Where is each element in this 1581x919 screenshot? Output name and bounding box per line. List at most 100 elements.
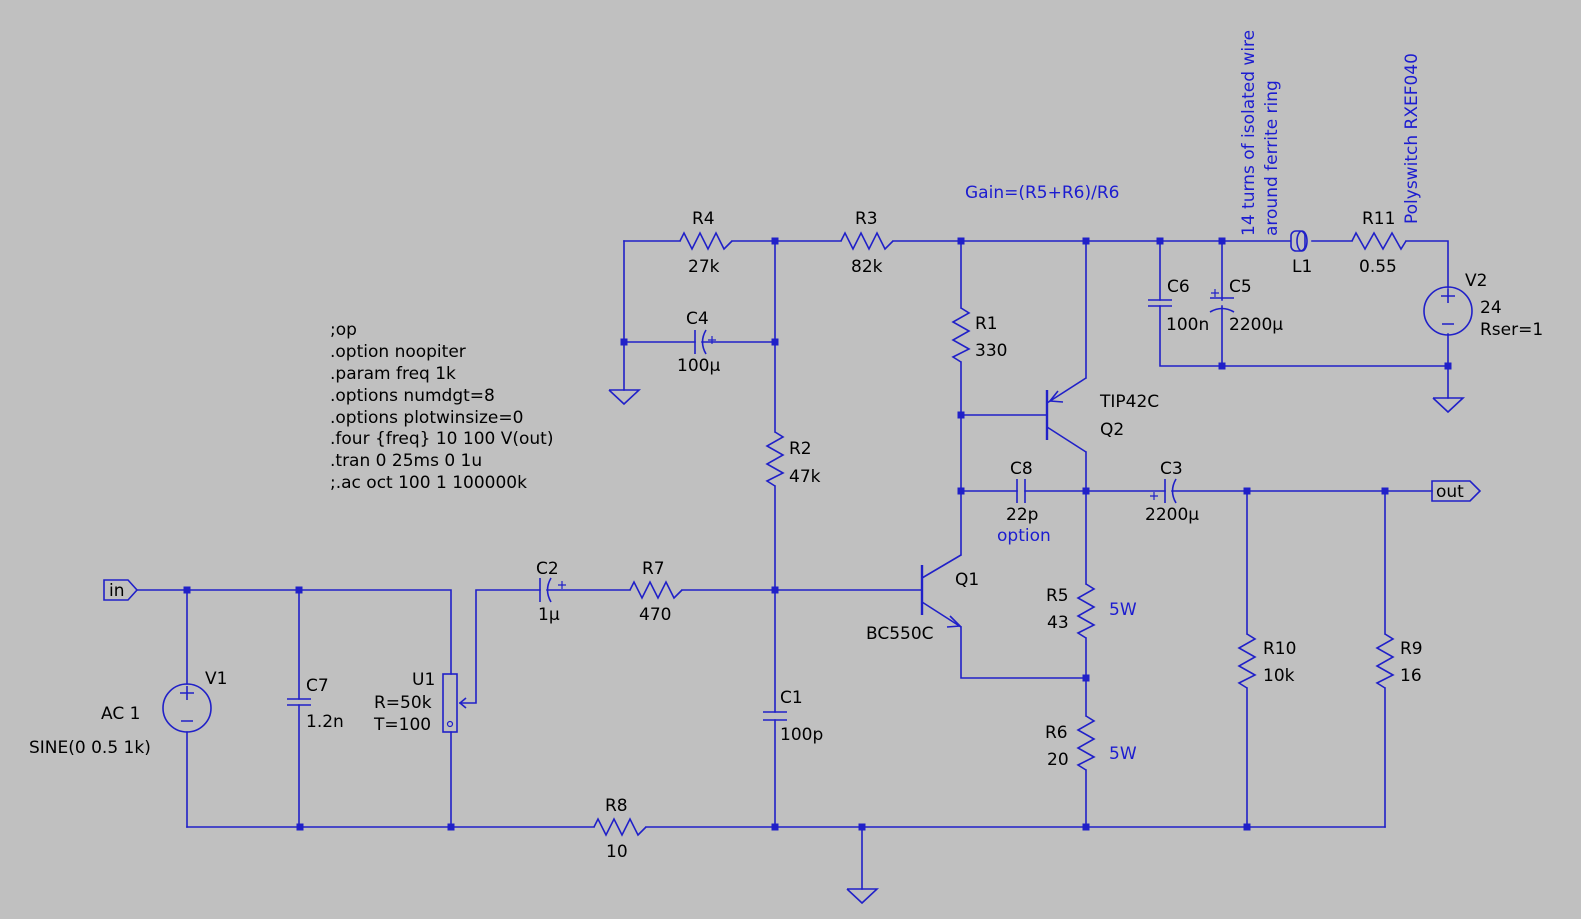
c5-name: C5 — [1229, 277, 1252, 297]
q2-model: TIP42C — [1099, 392, 1159, 412]
c1-value: 100p — [780, 725, 823, 745]
port-out-label: out — [1436, 482, 1464, 502]
wires — [136, 240, 1449, 890]
capacitor-c2 — [539, 577, 566, 603]
c7-name: C7 — [306, 676, 329, 696]
r11-name: R11 — [1362, 209, 1395, 229]
r9-name: R9 — [1400, 639, 1423, 659]
resistor-r7 — [629, 580, 683, 600]
r3-value: 82k — [851, 257, 883, 277]
r7-name: R7 — [642, 559, 665, 579]
resistor-r3 — [840, 231, 894, 251]
r6-power-note: 5W — [1109, 744, 1137, 764]
r7-value: 470 — [639, 605, 671, 625]
comment-annotations: Gain=(R5+R6)/R6 14 turns of isolated wir… — [965, 30, 1422, 764]
l1-name: L1 — [1292, 257, 1312, 277]
ground-symbol — [1432, 397, 1466, 414]
v2-value: 24 — [1480, 298, 1502, 318]
v2-rser: Rser=1 — [1480, 320, 1543, 340]
c5-value: 2200µ — [1229, 315, 1283, 335]
voltage-source-v1 — [162, 683, 212, 733]
u1-param1: R=50k — [374, 693, 432, 713]
l1-note-line2: around ferrite ring — [1262, 80, 1282, 236]
inductor-l1 — [1290, 230, 1308, 252]
r10-value: 10k — [1263, 666, 1295, 686]
resistor-r6 — [1076, 715, 1096, 771]
capacitor-c3 — [1150, 478, 1177, 504]
port-out[interactable]: out — [1431, 480, 1482, 502]
ground-symbol — [846, 888, 880, 905]
v1-ac: AC 1 — [101, 704, 140, 724]
c6-value: 100n — [1166, 315, 1209, 335]
capacitor-c6 — [1148, 299, 1172, 307]
c8-name: C8 — [1010, 459, 1033, 479]
directive-line: .options numdgt=8 — [330, 386, 495, 406]
r8-value: 10 — [606, 842, 628, 862]
capacitor-c1 — [763, 711, 787, 721]
capacitor-c5 — [1209, 289, 1235, 313]
directive-line: .options plotwinsize=0 — [330, 408, 523, 428]
c3-name: C3 — [1160, 459, 1183, 479]
c3-value: 2200µ — [1145, 505, 1199, 525]
junction-dots — [183, 237, 1452, 831]
directive-line: .tran 0 25ms 0 1u — [330, 451, 482, 471]
directive-line: ;op — [330, 320, 357, 340]
gain-comment: Gain=(R5+R6)/R6 — [965, 183, 1119, 203]
v2-name: V2 — [1465, 271, 1487, 291]
port-in-label: in — [109, 581, 125, 601]
v1-source: SINE(0 0.5 1k) — [29, 738, 151, 758]
c7-value: 1.2n — [306, 712, 344, 732]
r6-value: 20 — [1047, 750, 1069, 770]
c8-value: 22p — [1006, 505, 1038, 525]
directive-line: .four {freq} 10 100 V(out) — [330, 429, 553, 449]
r5-power-note: 5W — [1109, 600, 1137, 620]
capacitor-c8 — [1016, 479, 1026, 503]
r2-name: R2 — [789, 439, 812, 459]
c2-value: 1µ — [538, 605, 560, 625]
r6-name: R6 — [1045, 723, 1068, 743]
r11-value: 0.55 — [1359, 257, 1397, 277]
r4-name: R4 — [692, 209, 715, 229]
r3-name: R3 — [855, 209, 878, 229]
r9-value: 16 — [1400, 666, 1422, 686]
component-labels: R4 27k R3 82k R11 0.55 L1 C4 100µ R1 330… — [29, 209, 1543, 862]
r2-value: 47k — [789, 467, 821, 487]
resistor-r9 — [1375, 633, 1395, 689]
r5-name: R5 — [1046, 586, 1069, 606]
resistor-r2 — [765, 431, 785, 487]
q2-name: Q2 — [1100, 420, 1124, 440]
r10-name: R10 — [1263, 639, 1296, 659]
q1-name: Q1 — [955, 570, 979, 590]
c4-name: C4 — [686, 309, 709, 329]
resistor-r1 — [951, 307, 971, 363]
q1-model: BC550C — [866, 624, 934, 644]
port-in[interactable]: in — [103, 579, 139, 601]
transistor-q2 — [1045, 377, 1087, 453]
directive-line: .param freq 1k — [330, 364, 456, 384]
c4-value: 100µ — [677, 356, 720, 376]
r1-name: R1 — [975, 314, 998, 334]
directive-line: ;.ac oct 100 1 100000k — [330, 473, 527, 493]
directive-line: .option noopiter — [330, 342, 466, 362]
capacitor-c7 — [287, 698, 311, 706]
c1-name: C1 — [780, 688, 803, 708]
voltage-source-v2 — [1423, 286, 1473, 336]
v1-name: V1 — [205, 669, 227, 689]
r4-value: 27k — [688, 257, 720, 277]
resistor-r4 — [679, 231, 733, 251]
r5-value: 43 — [1047, 613, 1069, 633]
potentiometer-u1 — [442, 673, 467, 733]
transistor-q1 — [920, 554, 962, 628]
resistor-r11 — [1351, 231, 1407, 251]
u1-name: U1 — [412, 670, 435, 690]
c8-option-note: option — [997, 526, 1051, 546]
ground-symbol — [608, 389, 642, 406]
c2-name: C2 — [536, 559, 559, 579]
resistor-r8 — [593, 817, 647, 837]
c6-name: C6 — [1167, 277, 1190, 297]
capacitor-c4 — [694, 329, 716, 355]
u1-param2: T=100 — [373, 715, 431, 735]
l1-note-line1: 14 turns of isolated wire — [1239, 30, 1259, 236]
r1-value: 330 — [975, 341, 1007, 361]
